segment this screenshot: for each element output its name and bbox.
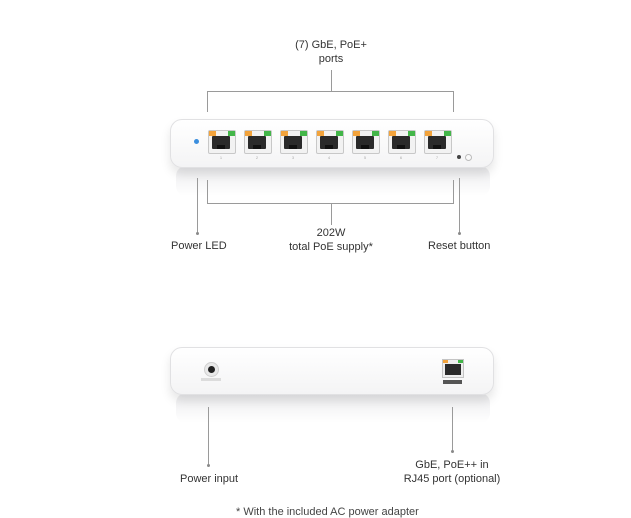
poe-supply-line1: 202W — [316, 227, 346, 239]
switch-rear-panel — [170, 347, 494, 395]
uplink-label-line1: GbE, PoE++ in — [415, 459, 489, 471]
power-led-label: Power LED — [171, 240, 227, 252]
port-number-label: 1 — [219, 155, 223, 160]
rj45-port-3 — [280, 130, 308, 154]
port-activity-led — [425, 131, 432, 136]
power-led-leader — [197, 178, 198, 233]
rj45-port-4 — [316, 130, 344, 154]
switch-front-panel: 1 2 3 4 5 6 7 — [170, 119, 494, 168]
rj45-port-1 — [208, 130, 236, 154]
rj45-port-2 — [244, 130, 272, 154]
port-jack — [356, 136, 374, 149]
poe-supply-line2: total PoE supply* — [289, 241, 373, 253]
port-activity-led — [209, 131, 216, 136]
port-number-label: 5 — [363, 155, 367, 160]
reset-leader-dot — [458, 232, 461, 235]
port-activity-led — [317, 131, 324, 136]
power-input-leader-dot — [207, 464, 210, 467]
rear-reflection — [176, 393, 490, 423]
rj45-port-6 — [388, 130, 416, 154]
port-link-led — [372, 131, 379, 136]
reset-button-label: Reset button — [428, 240, 491, 252]
port-link-led — [264, 131, 271, 136]
reset-leader — [459, 178, 460, 233]
uplink-leader-dot — [451, 450, 454, 453]
uplink-rj45-port — [442, 359, 464, 378]
ports-callout-line1: (7) GbE, PoE+ — [295, 39, 367, 51]
dc-power-jack — [204, 362, 219, 377]
uplink-label: GbE, PoE++ in RJ45 port (optional) — [393, 458, 511, 486]
power-jack-marking — [201, 378, 221, 381]
power-input-label: Power input — [180, 473, 239, 485]
port-jack — [428, 136, 446, 149]
rj45-port-7 — [424, 130, 452, 154]
port-number-label: 3 — [291, 155, 295, 160]
status-light — [465, 154, 472, 161]
power-input-leader — [208, 407, 209, 465]
port-link-led — [444, 131, 451, 136]
front-reflection — [176, 166, 490, 196]
footnote: * With the included AC power adapter — [236, 506, 419, 518]
power-led-indicator — [194, 139, 199, 144]
port-jack — [284, 136, 302, 149]
port-activity-led — [281, 131, 288, 136]
reset-button-hole — [457, 155, 461, 159]
port-jack — [248, 136, 266, 149]
uplink-port-marking — [443, 380, 462, 384]
ports-callout-label: (7) GbE, PoE+ ports — [281, 38, 381, 66]
port-link-led — [300, 131, 307, 136]
poe-supply-label: 202W total PoE supply* — [276, 226, 386, 254]
port-link-led — [336, 131, 343, 136]
port-jack — [212, 136, 230, 149]
power-led-leader-dot — [196, 232, 199, 235]
port-jack — [320, 136, 338, 149]
port-jack — [392, 136, 410, 149]
port-link-led — [228, 131, 235, 136]
uplink-label-line2: RJ45 port (optional) — [403, 473, 501, 485]
port-activity-led — [389, 131, 396, 136]
uplink-leader — [452, 407, 453, 451]
ports-callout-line2: ports — [318, 53, 344, 65]
port-link-led — [408, 131, 415, 136]
port-number-label: 4 — [327, 155, 331, 160]
port-number-label: 2 — [255, 155, 259, 160]
port-number-label: 6 — [399, 155, 403, 160]
port-number-label: 7 — [435, 155, 439, 160]
rj45-port-5 — [352, 130, 380, 154]
port-activity-led — [353, 131, 360, 136]
port-activity-led — [245, 131, 252, 136]
